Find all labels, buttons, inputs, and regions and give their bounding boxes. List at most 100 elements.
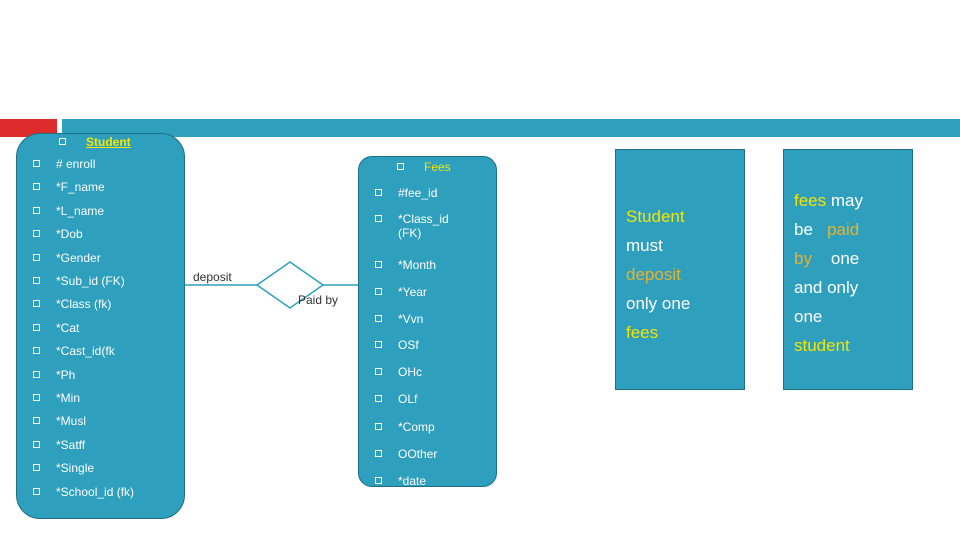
attr-text: *date: [398, 474, 427, 488]
bullet-icon: [33, 347, 40, 354]
attr-text: *Min: [56, 391, 81, 405]
fees-attr: *Year: [375, 285, 427, 299]
bullet-icon: [375, 395, 382, 402]
fees-attr: OOther: [375, 447, 437, 461]
fees-title-item: Fees: [397, 160, 451, 174]
bullet-icon: [375, 477, 382, 484]
bullet-icon: [375, 315, 382, 322]
note-word: deposit: [626, 265, 681, 284]
note-word: be: [794, 220, 813, 239]
attr-text: *Musl: [56, 414, 87, 428]
attr-text: *Dob: [56, 227, 83, 241]
fees-attr: OSf: [375, 338, 419, 352]
attr-text: *Comp: [398, 420, 435, 434]
note-word: student: [794, 336, 850, 355]
bullet-icon: [375, 341, 382, 348]
student-title-item: Student: [59, 135, 131, 149]
attr-text: OSf: [398, 338, 419, 352]
bullet-icon: [375, 450, 382, 457]
bullet-icon: [375, 423, 382, 430]
note-word: fees: [626, 323, 659, 342]
attr-text: *Satff: [56, 438, 86, 452]
student-attr: *Gender: [33, 251, 101, 265]
attr-text: *L_name: [56, 204, 105, 218]
bullet-icon: [375, 215, 382, 222]
student-attr: *Min: [33, 391, 80, 405]
student-attr: *Dob: [33, 227, 83, 241]
attr-text: *Year: [398, 285, 427, 299]
student-attr: *Cast_id(fk: [33, 344, 115, 358]
attr-text: OOther: [398, 447, 438, 461]
note-word: paid: [827, 220, 860, 239]
bullet-icon: [33, 230, 40, 237]
rule-note-fees: fees may be paid by one and only one stu…: [783, 149, 913, 390]
bullet-icon: [375, 261, 382, 268]
fees-attr: *Vvn: [375, 312, 423, 326]
attr-text: *Sub_id (FK): [56, 274, 125, 288]
bullet-icon: [33, 441, 40, 448]
attr-text: *F_name: [56, 180, 105, 194]
fees-attr: *Class_id (FK): [375, 212, 462, 240]
attr-text: *Class (fk): [56, 297, 112, 311]
rule-note-student-text: Student must deposit only one fees: [626, 202, 741, 347]
rule-note-student: Student must deposit only one fees: [615, 149, 745, 390]
paid-by-label: Paid by: [298, 293, 339, 307]
deposit-label: deposit: [193, 270, 232, 284]
bullet-icon: [33, 277, 40, 284]
bullet-icon: [33, 371, 40, 378]
bullet-icon: [375, 288, 382, 295]
header-accent-teal: [62, 119, 960, 137]
note-word: by: [794, 249, 812, 268]
rule-note-fees-text: fees may be paid by one and only one stu…: [794, 186, 909, 360]
student-title: Student: [86, 135, 131, 149]
student-attr: *Single: [33, 461, 94, 475]
attr-text: #fee_id: [398, 186, 438, 200]
student-attr: # enroll: [33, 157, 95, 171]
header-accent-red: [0, 119, 57, 137]
bullet-icon: [33, 207, 40, 214]
student-attr: *Class (fk): [33, 297, 111, 311]
note-word: one: [794, 307, 823, 326]
bullet-icon: [33, 324, 40, 331]
fees-attr: *date: [375, 474, 426, 488]
bullet-icon: [33, 160, 40, 167]
student-attr: *Ph: [33, 368, 75, 382]
note-word: must: [626, 236, 663, 255]
attr-text: *Ph: [56, 368, 76, 382]
attr-text: *Single: [56, 461, 95, 475]
bullet-icon: [33, 300, 40, 307]
bullet-icon: [397, 163, 404, 170]
attr-text: *Class_id (FK): [398, 212, 449, 240]
note-word: only one: [626, 294, 691, 313]
student-attr: *Satff: [33, 438, 85, 452]
attr-text: *Month: [398, 258, 437, 272]
fees-attr: #fee_id: [375, 186, 437, 200]
note-word: Student: [626, 207, 685, 226]
bullet-icon: [33, 394, 40, 401]
attr-text: *School_id (fk): [56, 485, 135, 499]
student-attr: *F_name: [33, 180, 105, 194]
fees-attr: *Comp: [375, 420, 435, 434]
bullet-icon: [33, 464, 40, 471]
attr-text: *Vvn: [398, 312, 424, 326]
bullet-icon: [375, 189, 382, 196]
student-attr: *Sub_id (FK): [33, 274, 125, 288]
student-attr: *Musl: [33, 414, 86, 428]
student-entity: [16, 133, 185, 519]
student-attr: *L_name: [33, 204, 104, 218]
note-word: and only: [794, 278, 859, 297]
student-attr: *Cat: [33, 321, 79, 335]
attr-text: *Gender: [56, 251, 101, 265]
fees-title: Fees: [424, 160, 451, 174]
bullet-icon: [33, 254, 40, 261]
fees-attr: *Month: [375, 258, 436, 272]
bullet-icon: [33, 488, 40, 495]
attr-text: *Cat: [56, 321, 80, 335]
attr-text: OHc: [398, 365, 422, 379]
note-word: may: [830, 191, 863, 210]
fees-attr: OLf: [375, 392, 417, 406]
fees-attr: OHc: [375, 365, 422, 379]
bullet-icon: [33, 183, 40, 190]
student-attr: *School_id (fk): [33, 485, 134, 499]
